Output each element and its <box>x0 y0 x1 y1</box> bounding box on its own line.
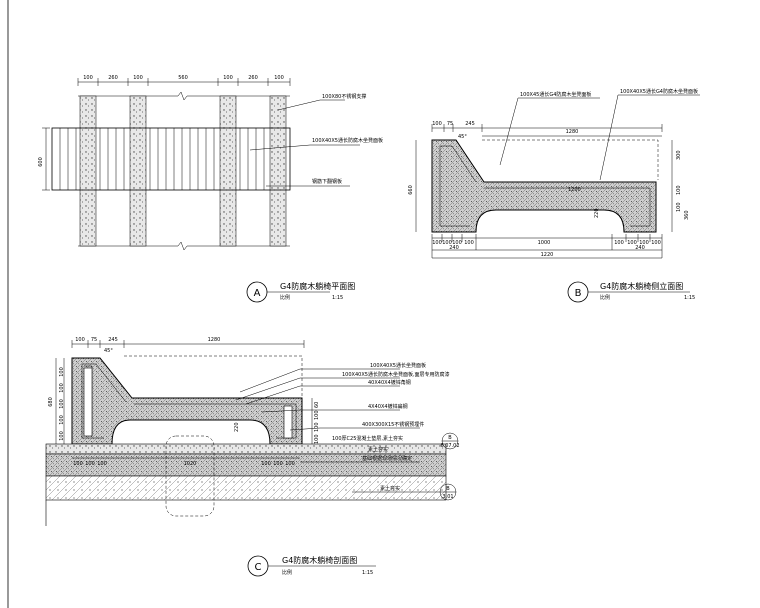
sec-bot-dim-2: 100 <box>85 461 95 467</box>
sec-note-3: 40X40X4镀锌角钢 <box>368 379 411 386</box>
section-title: G4防腐木躺椅剖面图 <box>282 555 357 565</box>
sec-right-dim-4: 100 <box>314 434 320 444</box>
plan-scale: 1:15 <box>332 295 343 301</box>
sec-bot-dim-1: 100 <box>73 461 83 467</box>
plan-note-2: 100X40X5通长防腐木坐凳面板 <box>312 137 383 144</box>
side-bot-sub-1: 240 <box>449 245 459 251</box>
sec-bot-dim-6: 100 <box>273 461 283 467</box>
side-seat-body <box>431 139 657 233</box>
section-scale: 1:15 <box>362 570 373 576</box>
plan-dim-1: 100 <box>83 75 93 81</box>
section-seat-body <box>71 357 303 445</box>
sec-top-dim-2: 75 <box>91 337 97 343</box>
sec-top-dim-1: 100 <box>75 337 85 343</box>
side-bot-dim-1: 100 <box>432 240 442 246</box>
side-bot-total: 1220 <box>541 252 554 258</box>
sec-ref-b-top: B <box>446 486 450 492</box>
sec-angle: 45° <box>104 348 113 354</box>
sec-ref-a-top: B <box>448 435 452 441</box>
section-view: 100 75 245 1280 45° 680 100 100 100 100 … <box>45 337 460 577</box>
sec-left-sub-4: 100 <box>59 415 65 425</box>
side-bot-dim-6: 100 <box>614 240 624 246</box>
sec-left-sub-5: 100 <box>59 431 65 441</box>
side-bot-dim-5: 1000 <box>538 240 551 246</box>
sec-bot-dim-4: 1020 <box>184 461 197 467</box>
sec-note-7: 素土夯实 <box>368 446 388 453</box>
plan-dim-4: 560 <box>178 75 188 81</box>
side-note-1: 100X45通长G4防腐木坐凳面板 <box>520 91 591 98</box>
side-note-2: 100X40X5通长G4防腐木坐凳面板 <box>620 88 698 95</box>
sec-bot-dim-3: 100 <box>97 461 107 467</box>
side-bot-dim-7: 100 <box>627 240 637 246</box>
side-scale: 1:15 <box>684 295 695 301</box>
sec-top-total: 1280 <box>208 337 221 343</box>
plan-note-3: 钢筋下翻钢板 <box>312 178 342 185</box>
side-marker: B <box>575 288 582 299</box>
side-bot-dim-8: 100 <box>639 240 649 246</box>
side-top-dim-1: 100 <box>432 121 442 127</box>
sec-bot-dim-7: 100 <box>285 461 295 467</box>
plan-view: 100 260 100 560 100 260 100 <box>38 75 383 303</box>
side-right-dim-4: 360 <box>684 210 690 220</box>
section-post-left <box>83 367 93 437</box>
sec-note-1: 100X40X5通长坐凳面板 <box>370 362 426 369</box>
section-post-right <box>283 405 293 439</box>
section-scale-label: 比例 <box>282 569 292 576</box>
side-bot-dim-9: 100 <box>651 240 661 246</box>
sec-ref-b-label: 素土夯实 <box>380 485 400 492</box>
section-notes: 100X40X5通长坐凳面板 100X40X5通长防腐木坐凳面板,面层专用防腐漆… <box>235 362 450 463</box>
side-bot-dim-2: 100 <box>442 240 452 246</box>
sec-note-8: 基础根据现场情况确定 <box>362 455 412 462</box>
side-view: 100 75 245 1280 45° 100X45通长G4防腐木坐凳面板 10… <box>408 88 700 303</box>
plan-dim-5: 100 <box>223 75 233 81</box>
plan-slats <box>51 127 291 191</box>
sec-note-4: 4X40X4镀锌扁钢 <box>368 403 408 410</box>
side-bot-dim-3: 100 <box>452 240 462 246</box>
sec-right-dim-1: 60 <box>314 402 320 408</box>
plan-left-dim: 600 <box>38 157 44 167</box>
sec-top-dim-3: 245 <box>108 337 118 343</box>
side-title: G4防腐木躺椅侧立面图 <box>600 281 683 291</box>
side-bot-sub-2: 240 <box>635 245 645 251</box>
sec-bot-dim-5: 100 <box>261 461 271 467</box>
section-detail-outline <box>165 435 215 517</box>
sec-left-sub-2: 100 <box>59 383 65 393</box>
side-top-total: 1280 <box>566 129 579 135</box>
side-right-dim-2: 100 <box>676 185 682 195</box>
side-top-dim-3: 245 <box>465 121 475 127</box>
side-angle: 45° <box>458 134 467 140</box>
sec-left-sub-1: 100 <box>59 367 65 377</box>
sec-right-dim-2: 100 <box>314 410 320 420</box>
plan-dim-3: 100 <box>133 75 143 81</box>
plan-scale-label: 比例 <box>280 294 290 301</box>
sec-right-dim-3: 100 <box>314 422 320 432</box>
plan-dim-7: 100 <box>274 75 284 81</box>
plan-supports <box>79 95 287 247</box>
sec-note-5: 400X300X15不锈钢预埋件 <box>362 421 424 428</box>
side-inner-dim-1: 1200 <box>568 187 581 193</box>
sec-note-2: 100X40X5通长防腐木坐凳面板,面层专用防腐漆 <box>342 371 450 378</box>
plan-dim-2: 260 <box>108 75 118 81</box>
plan-note-1: 100X80不锈钢支撑 <box>322 93 366 100</box>
side-right-dim-1: 300 <box>676 150 682 160</box>
section-soil <box>45 475 447 501</box>
plan-dim-6: 260 <box>248 75 258 81</box>
sec-inner-dim: 220 <box>234 422 240 432</box>
sec-left-sub-3: 100 <box>59 399 65 409</box>
plan-title: G4防腐木躺椅平面图 <box>280 281 355 291</box>
side-bot-dim-4: 100 <box>464 240 474 246</box>
side-inner-dim-2: 220 <box>594 208 600 218</box>
side-left-dim: 660 <box>408 185 414 195</box>
side-right-dim-3: 100 <box>676 202 682 212</box>
sec-ref-b-bottom: 3.01 <box>442 494 453 500</box>
plan-marker: A <box>254 288 261 299</box>
section-marker: C <box>255 562 262 573</box>
sec-ref-a-bottom: 6.07.02 <box>440 443 459 449</box>
side-top-dim-2: 75 <box>447 121 453 127</box>
sec-note-6: 100厚C25混凝土垫层,素土夯实 <box>332 435 403 442</box>
sec-left-dim: 680 <box>48 397 54 407</box>
side-scale-label: 比例 <box>600 294 610 301</box>
